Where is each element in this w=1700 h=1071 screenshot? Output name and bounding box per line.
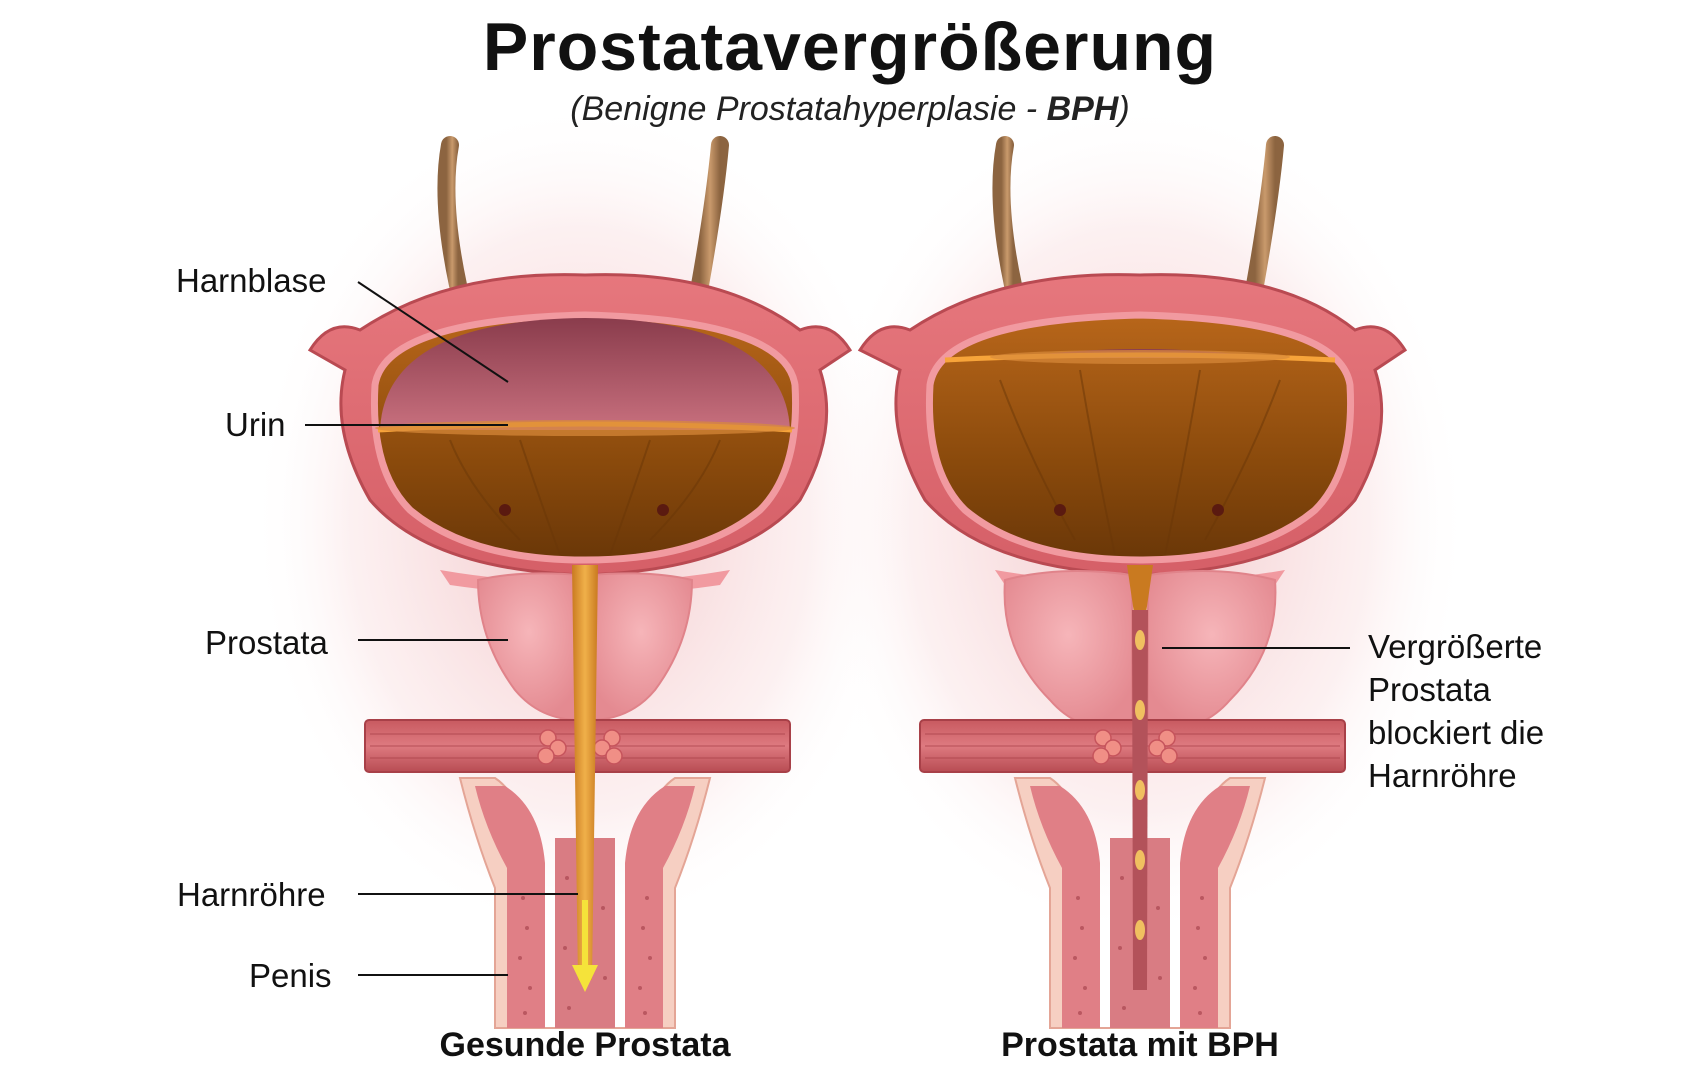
label-harnblase: Harnblase bbox=[176, 262, 327, 299]
label-prostata: Prostata bbox=[205, 624, 328, 661]
label-urin: Urin bbox=[225, 406, 286, 443]
label-penis: Penis bbox=[249, 957, 332, 994]
subtitle-open: (Benigne Prostatahyperplasie - bbox=[570, 90, 1047, 128]
bph-note-line-2: Prostata bbox=[1368, 671, 1491, 708]
page-title: Prostatavergrößerung bbox=[482, 9, 1218, 85]
label-harnroehre: Harnröhre bbox=[177, 876, 326, 913]
subtitle-close: ) bbox=[1118, 90, 1130, 128]
page-subtitle: (Benigne Prostatahyperplasie - BPH) bbox=[0, 90, 1700, 129]
bph-note-line-3: blockiert die bbox=[1368, 714, 1545, 751]
leader-lines bbox=[305, 281, 1350, 976]
subtitle-bold: BPH bbox=[1046, 90, 1119, 128]
caption-healthy: Gesunde Prostata bbox=[439, 1026, 731, 1064]
bph-note-line-4: Harnröhre bbox=[1368, 757, 1517, 794]
healthy-anatomy bbox=[250, 100, 910, 1029]
bph-note: Vergrößerte Prostata blockiert die Harnr… bbox=[1368, 625, 1668, 797]
bph-anatomy bbox=[810, 100, 1470, 1029]
caption-bph: Prostata mit BPH bbox=[1001, 1026, 1279, 1064]
bph-note-line-1: Vergrößerte bbox=[1368, 628, 1543, 665]
harnblase-leader bbox=[357, 281, 509, 383]
